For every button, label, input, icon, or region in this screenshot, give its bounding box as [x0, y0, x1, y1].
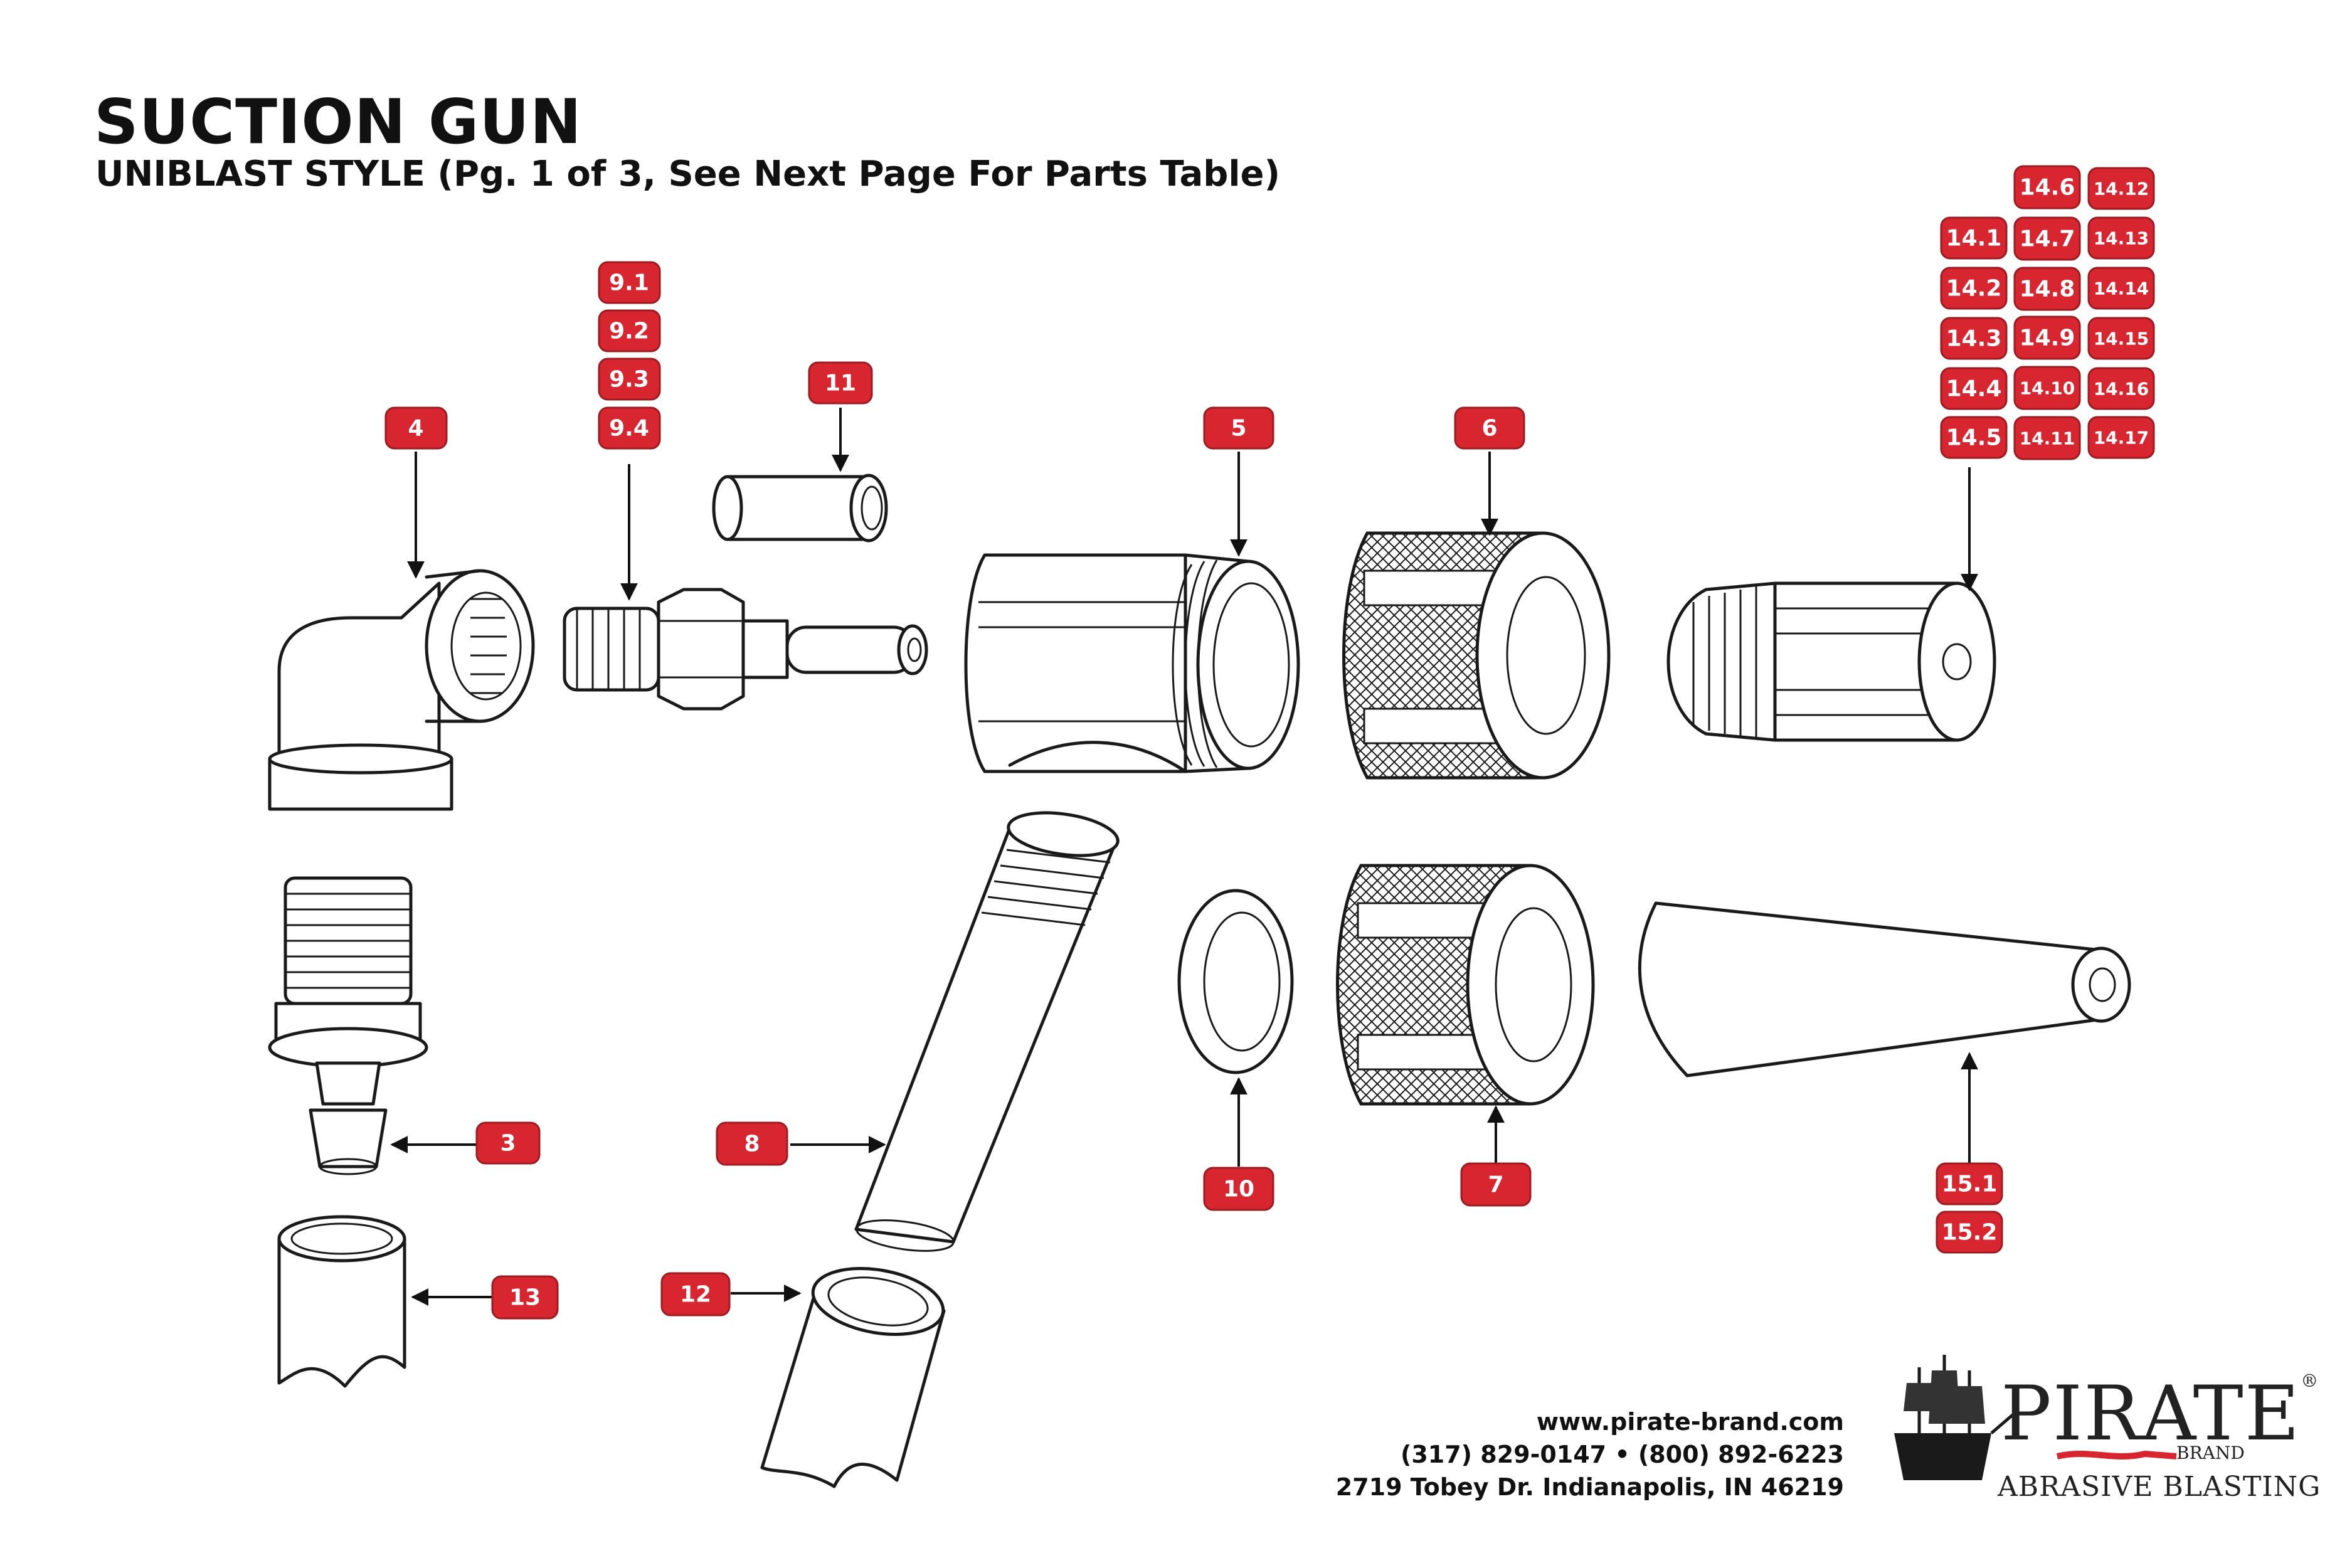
part-14-nozzle [1666, 581, 1996, 742]
badge-label-13: 13 [509, 1285, 541, 1311]
badge-9-1: 9.1 [598, 261, 661, 304]
badge-14-8: 14.8 [2013, 267, 2081, 311]
badge-label-14-10: 14.10 [2020, 378, 2075, 399]
badge-14-9: 14.9 [2013, 315, 2081, 360]
badge-label-14-16: 14.16 [2094, 379, 2149, 400]
badge-12: 12 [660, 1272, 731, 1316]
badge-7: 7 [1460, 1162, 1532, 1207]
badge-5: 5 [1203, 406, 1274, 450]
badge-11: 11 [808, 361, 873, 405]
badge-label-7: 7 [1488, 1172, 1503, 1198]
logo-brand: BRAND [2176, 1443, 2245, 1463]
badge-label-5: 5 [1231, 416, 1246, 442]
badge-label-4: 4 [408, 416, 423, 442]
logo-word: PIRATE [2001, 1370, 2301, 1458]
badge-9-4: 9.4 [598, 406, 661, 450]
part-9-hex-nipple [563, 588, 928, 711]
badge-label-14-1: 14.1 [1946, 226, 2002, 252]
badge-label-3: 3 [500, 1131, 516, 1157]
badge-label-14-9: 14.9 [2020, 326, 2075, 351]
logo-registered: ® [2301, 1370, 2320, 1391]
badge-14-16: 14.16 [2087, 367, 2155, 410]
badge-9-2: 9.2 [598, 309, 661, 352]
badge-label-15-1: 15.1 [1942, 1172, 1998, 1197]
part-12-hose [760, 1266, 946, 1488]
badge-14-14: 14.14 [2087, 267, 2155, 310]
footer-phones: (317) 829-0147 • (800) 892-6223 [1400, 1441, 1844, 1468]
part-6-knurled-nut [1342, 531, 1611, 780]
badge-14-13: 14.13 [2087, 216, 2155, 260]
badge-10: 10 [1203, 1167, 1274, 1211]
badge-14-2: 14.2 [1940, 267, 2008, 310]
footer-website[interactable]: www.pirate-brand.com [1536, 1408, 1844, 1436]
badge-14-10: 14.10 [2013, 366, 2081, 410]
badge-label-10: 10 [1223, 1177, 1254, 1202]
part-11-tube [712, 474, 888, 543]
footer-address: 2719 Tobey Dr. Indianapolis, IN 46219 [1335, 1473, 1844, 1501]
badge-6: 6 [1454, 406, 1525, 450]
badge-label-14-8: 14.8 [2020, 277, 2075, 302]
badge-14-6: 14.6 [2013, 165, 2081, 209]
badge-label-12: 12 [680, 1282, 711, 1308]
part-5-gun-body [964, 553, 1300, 773]
part-7-knurled-nut [1336, 864, 1595, 1106]
badge-label-14-3: 14.3 [1946, 326, 2002, 352]
badge-14-15: 14.15 [2087, 317, 2155, 360]
badge-label-14-17: 14.17 [2094, 428, 2149, 448]
badge-14-17: 14.17 [2087, 416, 2155, 459]
page-subtitle: UNIBLAST STYLE (Pg. 1 of 3, See Next Pag… [95, 154, 1281, 194]
badge-14-11: 14.11 [2013, 416, 2081, 460]
badge-label-14-13: 14.13 [2094, 228, 2149, 249]
badge-label-14-2: 14.2 [1946, 276, 2002, 302]
part-3-hose-barb [268, 876, 428, 1175]
badge-label-15-2: 15.2 [1942, 1220, 1998, 1246]
leader-lines [390, 408, 1978, 1306]
badge-label-6: 6 [1481, 416, 1497, 442]
badge-label-9-2: 9.2 [609, 319, 649, 344]
badge-label-9-4: 9.4 [609, 416, 649, 442]
badge-4: 4 [384, 406, 448, 450]
badge-3: 3 [475, 1121, 541, 1165]
part-4-elbow [268, 569, 535, 811]
badge-15-1: 15.1 [1936, 1162, 2003, 1205]
badge-8: 8 [716, 1121, 788, 1166]
badge-label-14-6: 14.6 [2020, 175, 2075, 201]
badge-label-8: 8 [744, 1131, 760, 1157]
badge-14-12: 14.12 [2087, 167, 2155, 210]
badge-label-14-15: 14.15 [2094, 329, 2149, 349]
badge-14-4: 14.4 [1940, 367, 2008, 410]
part-15-nozzle-cone [1638, 901, 2131, 1078]
logo-tagline: ABRASIVE BLASTING [1998, 1471, 2321, 1503]
part-10-washer [1177, 889, 1294, 1074]
badge-label-9-1: 9.1 [609, 270, 649, 296]
part-13-tube [277, 1215, 406, 1388]
badge-label-9-3: 9.3 [609, 367, 649, 393]
badge-label-14-12: 14.12 [2094, 179, 2149, 199]
badge-14-1: 14.1 [1940, 216, 2008, 260]
badge-label-14-7: 14.7 [2020, 226, 2075, 252]
part-badges: 4 9.1 9.2 9.3 9.4 11 5 6 14.6 14.12 14.1… [384, 165, 2155, 1320]
badge-14-7: 14.7 [2013, 216, 2081, 261]
badge-label-14-11: 14.11 [2020, 428, 2075, 449]
badge-13: 13 [491, 1275, 559, 1320]
badge-14-3: 14.3 [1940, 317, 2008, 360]
badge-14-5: 14.5 [1940, 416, 2008, 459]
badge-label-14-14: 14.14 [2094, 278, 2149, 299]
badge-label-14-5: 14.5 [1946, 425, 2002, 451]
part-8-suction-tube [854, 811, 1120, 1252]
badge-15-2: 15.2 [1936, 1210, 2003, 1254]
badge-9-3: 9.3 [598, 358, 661, 401]
logo-wordmark: PIRATE® [2001, 1370, 2319, 1458]
badge-label-14-4: 14.4 [1946, 376, 2002, 402]
badge-label-11: 11 [825, 371, 856, 396]
pirate-ship-logo [1894, 1355, 2177, 1480]
page-title: SUCTION GUN [94, 87, 582, 158]
